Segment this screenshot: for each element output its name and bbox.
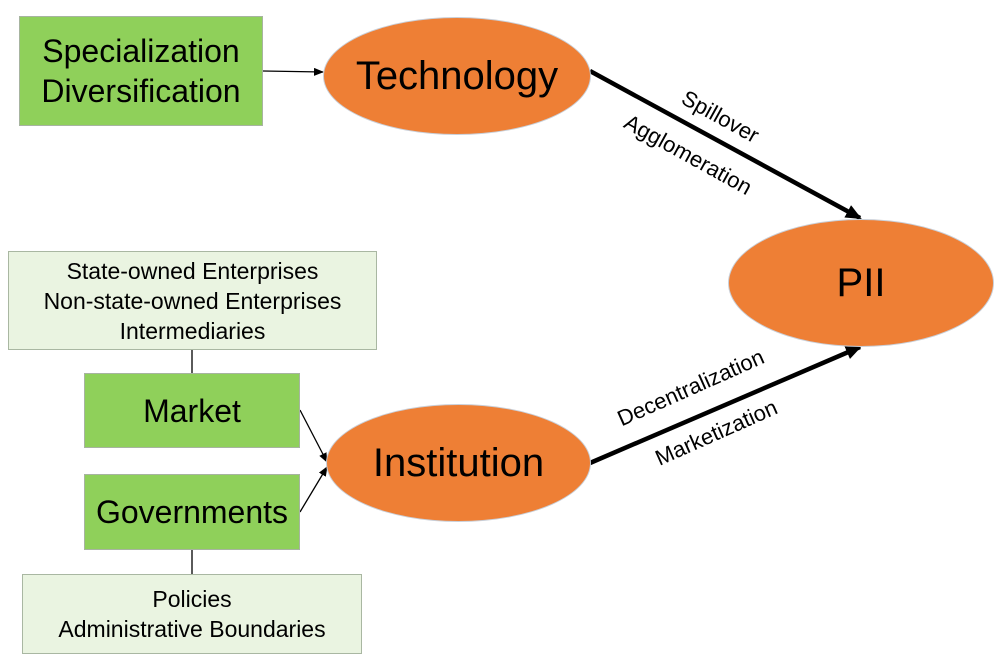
specialization-label: Specialization <box>42 33 240 69</box>
institution-to-pii-arrow <box>589 344 862 466</box>
specialization-diversification-box: Specialization Diversification <box>19 16 263 126</box>
institution-node: Institution <box>326 404 591 522</box>
institution-label: Institution <box>372 440 545 485</box>
state-owned-enterprises-label: State-owned Enterprises <box>66 257 319 284</box>
administrative-boundaries-label: Administrative Boundaries <box>58 616 326 642</box>
technology-node: Technology <box>323 17 591 135</box>
governments-to-institution-arrow <box>299 466 328 513</box>
diversification-label: Diversification <box>41 73 241 109</box>
governments-label: Governments <box>95 494 289 530</box>
governments-box: Governments <box>84 474 300 550</box>
pii-label: PII <box>836 260 886 305</box>
market-to-institution-arrow <box>299 409 328 463</box>
market-label: Market <box>143 392 241 429</box>
policies-box: Policies Administrative Boundaries <box>22 574 362 654</box>
technology-label: Technology <box>355 53 559 98</box>
market-box: Market <box>84 373 300 448</box>
non-state-owned-enterprises-label: Non-state-owned Enterprises <box>43 287 342 314</box>
technology-to-pii-arrow <box>588 69 862 220</box>
specialization-to-technology-arrow <box>262 67 324 76</box>
policies-label: Policies <box>152 586 232 612</box>
pii-node: PII <box>728 219 994 347</box>
intermediaries-label: Intermediaries <box>119 317 266 344</box>
enterprises-box: State-owned Enterprises Non-state-owned … <box>8 251 377 350</box>
